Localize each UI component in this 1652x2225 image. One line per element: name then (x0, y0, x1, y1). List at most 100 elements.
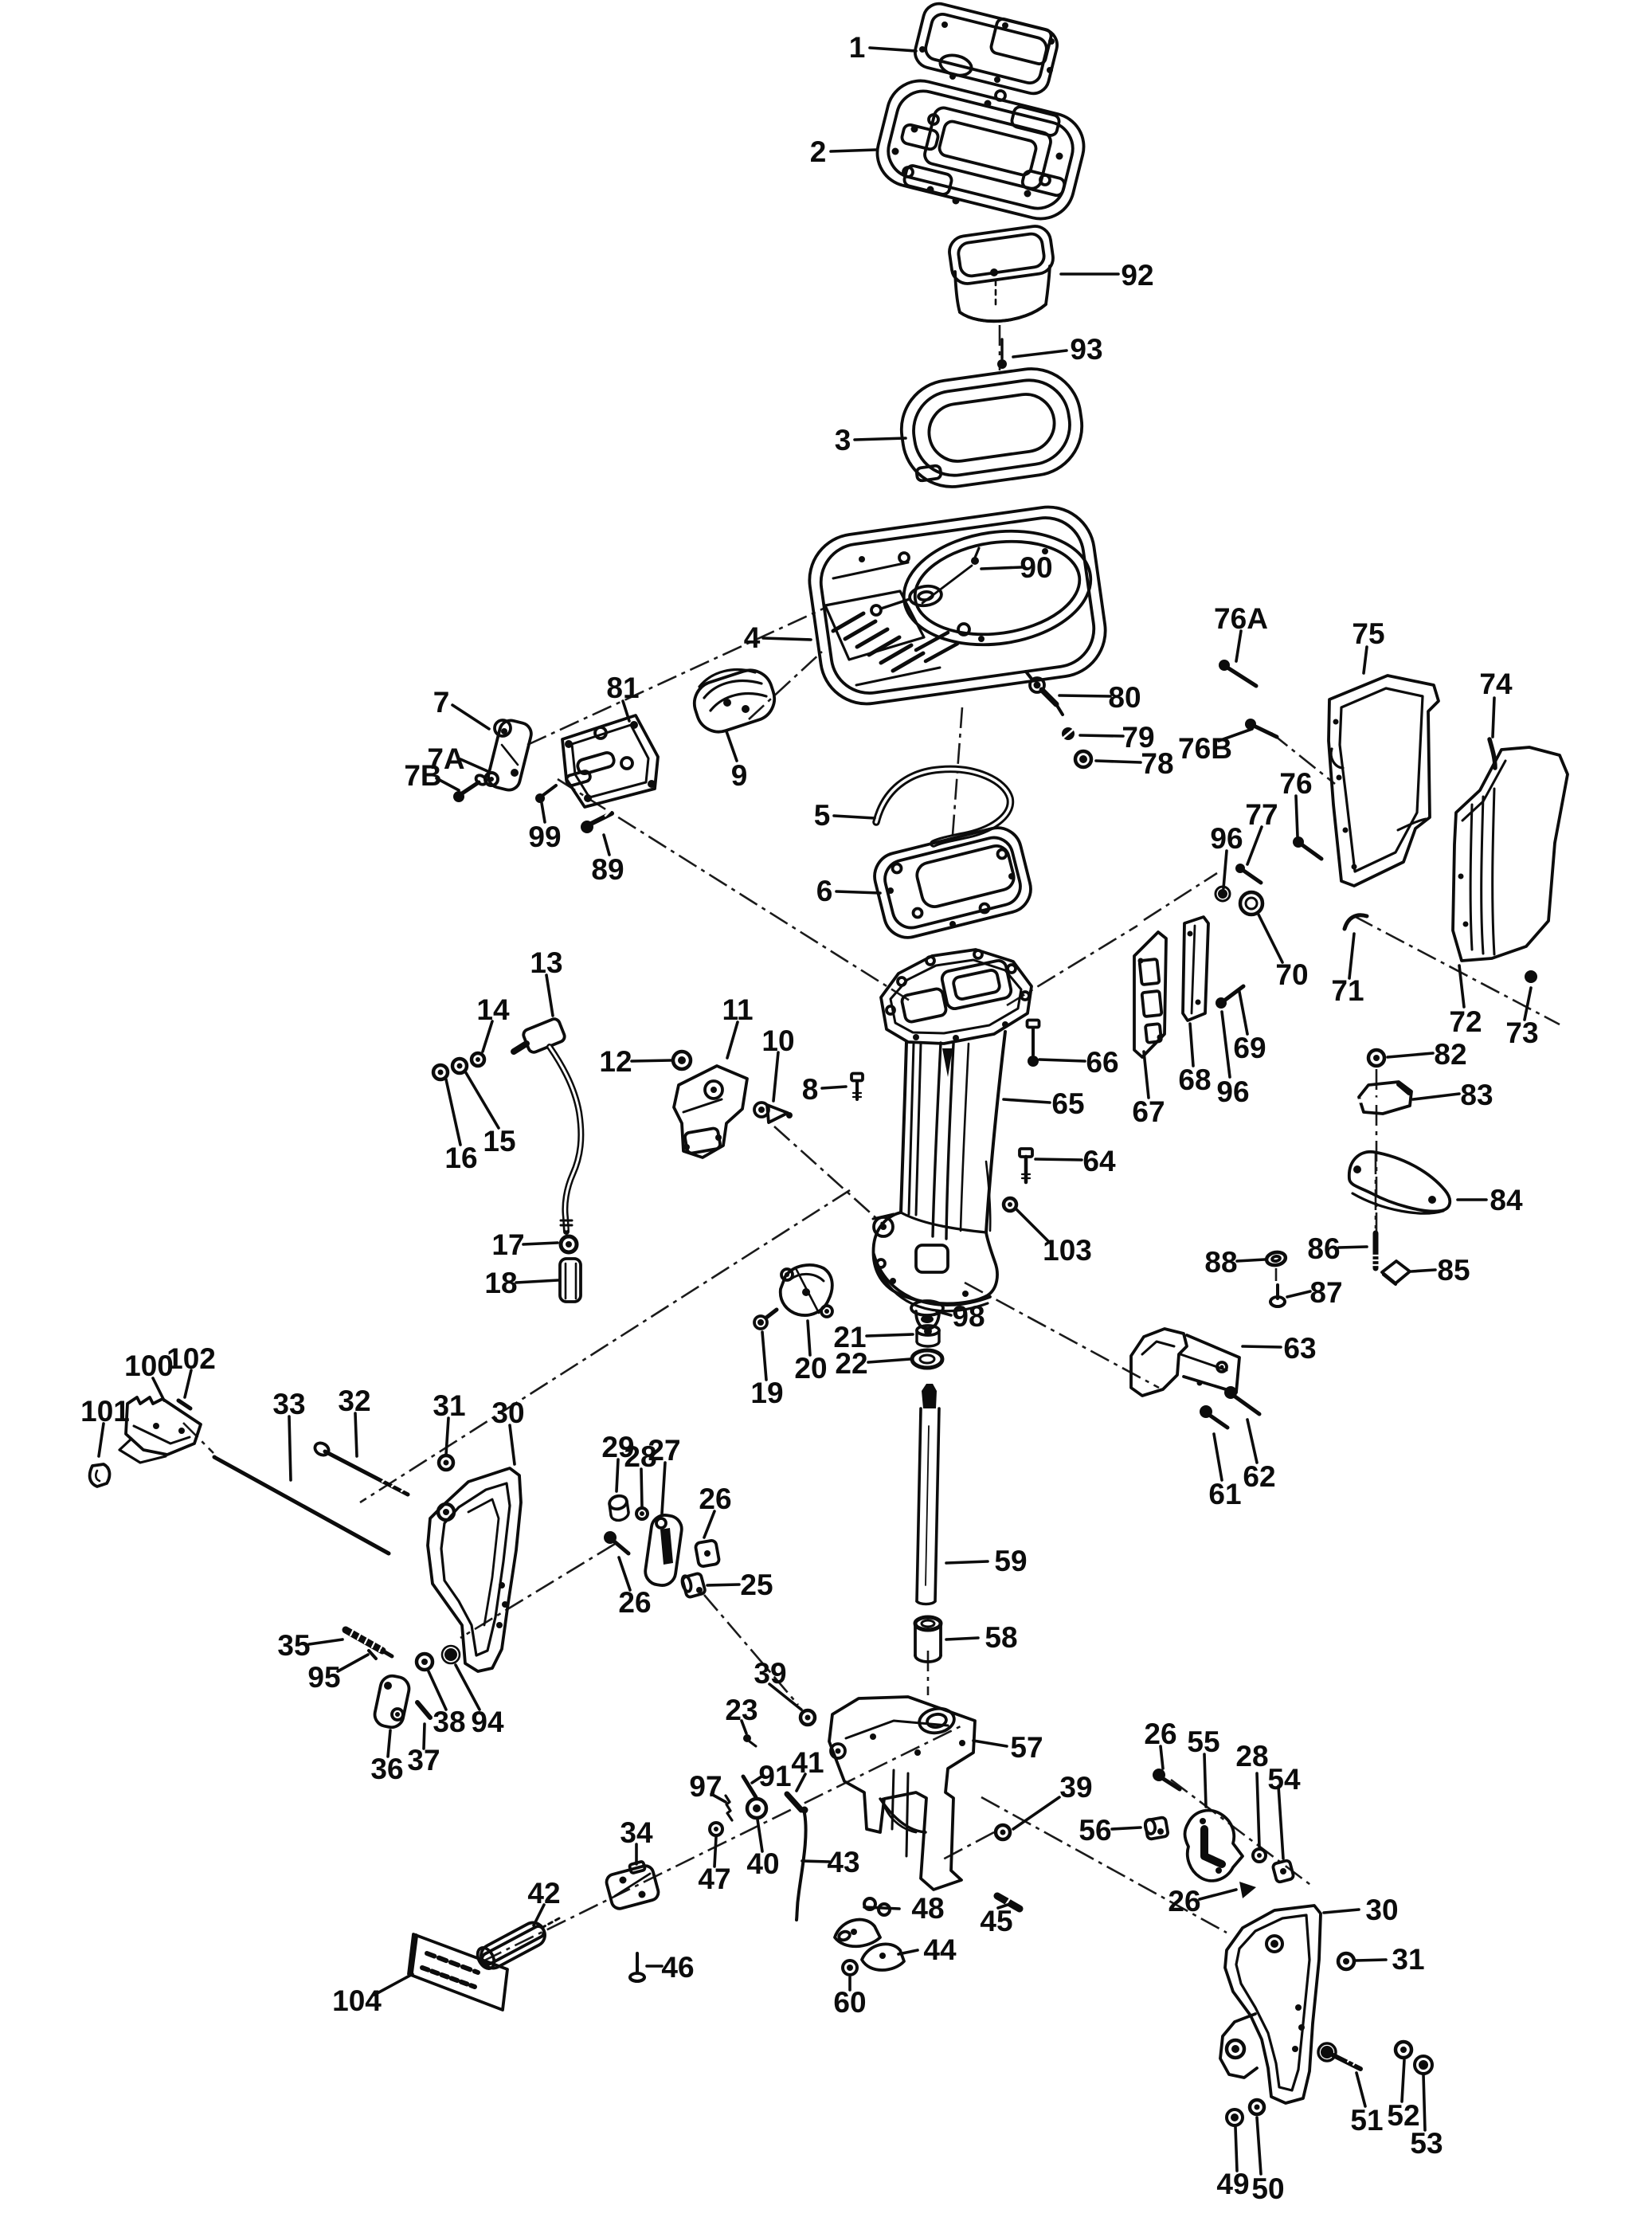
svg-text:85: 85 (1437, 1254, 1470, 1287)
svg-text:31: 31 (1392, 1943, 1424, 1976)
svg-text:39: 39 (754, 1657, 786, 1690)
svg-text:95: 95 (307, 1661, 340, 1694)
svg-text:26: 26 (1144, 1718, 1176, 1750)
svg-text:58: 58 (985, 1621, 1017, 1654)
svg-text:51: 51 (1350, 2104, 1383, 2137)
svg-text:62: 62 (1243, 1460, 1275, 1493)
svg-text:32: 32 (338, 1385, 370, 1417)
svg-text:72: 72 (1449, 1005, 1482, 1038)
svg-text:71: 71 (1331, 974, 1364, 1007)
svg-text:25: 25 (740, 1569, 773, 1601)
svg-text:103: 103 (1043, 1234, 1092, 1267)
svg-text:80: 80 (1108, 681, 1141, 714)
svg-text:47: 47 (698, 1863, 730, 1895)
svg-text:74: 74 (1479, 668, 1513, 700)
svg-text:7A: 7A (427, 742, 464, 775)
svg-text:37: 37 (407, 1744, 440, 1776)
svg-text:94: 94 (471, 1706, 504, 1738)
svg-text:3: 3 (835, 424, 851, 456)
svg-text:69: 69 (1233, 1032, 1266, 1064)
svg-text:22: 22 (835, 1347, 867, 1380)
svg-text:18: 18 (484, 1267, 517, 1299)
svg-text:31: 31 (433, 1389, 465, 1422)
svg-text:68: 68 (1178, 1064, 1211, 1096)
svg-text:26: 26 (1168, 1885, 1200, 1917)
svg-text:63: 63 (1283, 1332, 1316, 1365)
svg-text:84: 84 (1490, 1184, 1523, 1216)
svg-text:97: 97 (689, 1770, 722, 1803)
svg-text:88: 88 (1204, 1246, 1237, 1279)
svg-text:78: 78 (1141, 747, 1173, 780)
svg-text:65: 65 (1051, 1087, 1084, 1120)
svg-text:21: 21 (833, 1321, 866, 1353)
svg-text:15: 15 (483, 1125, 515, 1158)
svg-text:101: 101 (80, 1395, 130, 1428)
svg-text:102: 102 (166, 1342, 216, 1375)
svg-text:4: 4 (744, 621, 761, 654)
svg-text:41: 41 (791, 1746, 824, 1779)
svg-text:49: 49 (1216, 2168, 1249, 2200)
svg-text:29: 29 (601, 1431, 634, 1463)
svg-text:10: 10 (761, 1024, 794, 1057)
svg-text:16: 16 (444, 1142, 477, 1174)
svg-text:45: 45 (980, 1905, 1012, 1937)
svg-text:9: 9 (731, 759, 748, 792)
svg-text:6: 6 (816, 875, 833, 907)
svg-text:56: 56 (1078, 1814, 1111, 1847)
svg-text:36: 36 (370, 1753, 403, 1785)
svg-text:38: 38 (433, 1706, 465, 1738)
svg-text:99: 99 (528, 821, 561, 853)
svg-text:20: 20 (794, 1352, 827, 1385)
svg-text:76: 76 (1279, 767, 1312, 800)
svg-text:70: 70 (1275, 958, 1308, 991)
svg-text:98: 98 (952, 1300, 985, 1333)
svg-text:79: 79 (1122, 721, 1154, 754)
svg-text:28: 28 (1235, 1740, 1268, 1773)
svg-text:61: 61 (1208, 1478, 1241, 1510)
svg-text:30: 30 (491, 1397, 524, 1429)
svg-text:46: 46 (661, 1951, 694, 1984)
svg-text:35: 35 (277, 1629, 310, 1662)
svg-text:53: 53 (1410, 2127, 1443, 2160)
svg-text:27: 27 (648, 1434, 680, 1467)
svg-text:52: 52 (1387, 2099, 1419, 2132)
svg-text:12: 12 (599, 1045, 632, 1078)
svg-text:44: 44 (923, 1933, 957, 1966)
svg-text:5: 5 (814, 799, 831, 832)
svg-text:77: 77 (1245, 798, 1278, 831)
svg-text:17: 17 (491, 1228, 524, 1261)
svg-text:43: 43 (827, 1846, 859, 1878)
svg-text:100: 100 (124, 1349, 174, 1382)
svg-text:30: 30 (1365, 1894, 1398, 1926)
svg-text:91: 91 (758, 1760, 791, 1792)
svg-text:66: 66 (1086, 1046, 1118, 1079)
svg-text:26: 26 (699, 1483, 731, 1515)
svg-text:2: 2 (810, 135, 827, 168)
svg-text:23: 23 (725, 1694, 757, 1726)
svg-text:76B: 76B (1178, 732, 1232, 765)
svg-text:28: 28 (624, 1440, 656, 1473)
svg-text:14: 14 (476, 993, 510, 1026)
svg-text:86: 86 (1307, 1232, 1340, 1265)
svg-text:33: 33 (272, 1388, 305, 1420)
svg-text:82: 82 (1434, 1038, 1466, 1071)
svg-text:93: 93 (1070, 333, 1102, 366)
svg-text:42: 42 (527, 1877, 560, 1910)
svg-text:96: 96 (1210, 822, 1243, 855)
svg-text:67: 67 (1132, 1095, 1165, 1128)
svg-text:57: 57 (1010, 1731, 1043, 1764)
svg-text:19: 19 (750, 1377, 783, 1409)
svg-text:104: 104 (332, 1984, 382, 2017)
svg-text:90: 90 (1020, 551, 1052, 584)
svg-text:73: 73 (1505, 1017, 1538, 1049)
svg-text:54: 54 (1267, 1763, 1301, 1796)
svg-text:39: 39 (1059, 1771, 1092, 1804)
svg-text:11: 11 (722, 993, 753, 1026)
svg-text:8: 8 (802, 1073, 819, 1106)
svg-text:76A: 76A (1214, 602, 1268, 635)
svg-text:59: 59 (994, 1545, 1027, 1577)
svg-text:92: 92 (1121, 259, 1153, 292)
svg-text:7: 7 (433, 686, 450, 719)
svg-text:81: 81 (606, 672, 639, 704)
svg-text:1: 1 (849, 31, 866, 64)
